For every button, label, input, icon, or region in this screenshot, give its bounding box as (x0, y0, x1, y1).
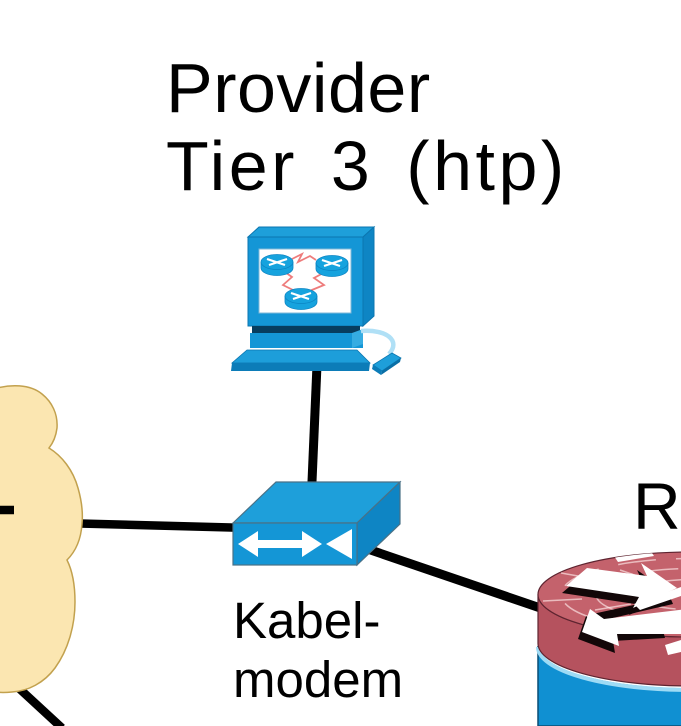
title-line-1: Provider (166, 49, 431, 127)
router-label: R (633, 469, 681, 543)
link-modem-router (348, 538, 554, 617)
modem-left-triangle (326, 529, 352, 559)
cloud-icon (0, 384, 84, 694)
pc-icon (230, 225, 402, 375)
title-line-2: Tier 3 (htp) (166, 127, 568, 205)
cable-modem-label: Kabel-modem (233, 591, 403, 709)
cable-modem-icon (231, 480, 402, 567)
modem-double-arrow (238, 531, 322, 557)
mouse-cable (360, 328, 396, 356)
pc-mouse (372, 352, 402, 375)
screen-mini-router-icons (260, 254, 349, 310)
modem-label-line-1: Kabel- (233, 592, 381, 649)
pc-keyboard (230, 349, 371, 364)
link-cloud-modem (59, 518, 251, 533)
cloud-shape (0, 384, 84, 694)
router-cap-arrows (562, 551, 681, 655)
router-icon (536, 551, 681, 726)
modem-label-line-2: modem (233, 651, 404, 708)
